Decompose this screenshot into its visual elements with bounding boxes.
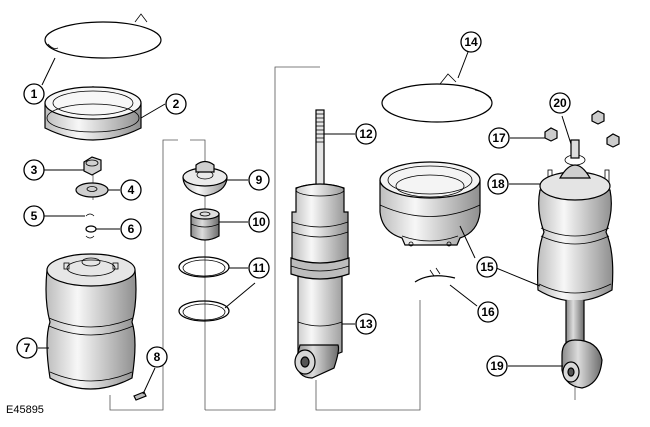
callout-16: 16: [477, 301, 499, 323]
callout-14: 14: [460, 31, 482, 53]
callout-3: 3: [23, 159, 45, 181]
callout-7-label: 7: [24, 341, 31, 355]
part-seal-rings: [178, 256, 230, 322]
callout-9: 9: [248, 169, 270, 191]
part-air-spring-left: [45, 253, 137, 390]
callout-4: 4: [120, 179, 142, 201]
callout-7: 7: [16, 337, 38, 359]
callout-5: 5: [23, 205, 45, 227]
part-clip-ring-right: [381, 73, 493, 123]
part-small-screw: [133, 391, 147, 401]
part-clip-ring: [44, 13, 162, 59]
callout-4-label: 4: [128, 183, 135, 197]
part-nut-top: [83, 156, 102, 176]
callout-6: 6: [120, 218, 142, 240]
callout-1-label: 1: [31, 87, 38, 101]
callout-2-label: 2: [173, 97, 180, 111]
callout-17: 17: [488, 127, 510, 149]
figure-id: E45895: [6, 404, 44, 416]
part-damper: [290, 109, 350, 379]
callout-19: 19: [486, 355, 508, 377]
callout-1: 1: [23, 83, 45, 105]
callout-6-label: 6: [128, 222, 135, 236]
callout-9-label: 9: [256, 173, 263, 187]
callout-18: 18: [487, 173, 509, 195]
callout-18-label: 18: [491, 177, 505, 191]
callout-5-label: 5: [31, 209, 38, 223]
callout-16-label: 16: [481, 305, 495, 319]
callout-14-label: 14: [464, 35, 478, 49]
part-air-spring-cap: [44, 86, 142, 141]
callout-10-label: 10: [252, 215, 266, 229]
part-small-clips: [85, 213, 97, 239]
callout-15: 15: [476, 256, 498, 278]
part-strut-assembly-right: [537, 110, 620, 389]
part-washer-plate: [75, 182, 109, 198]
callout-12-label: 12: [359, 127, 373, 141]
part-bump-stop: [190, 208, 220, 241]
callout-10: 10: [248, 211, 270, 233]
callout-3-label: 3: [31, 163, 38, 177]
part-top-mount: [182, 160, 228, 197]
callout-15-label: 15: [480, 260, 494, 274]
callout-11-label: 11: [253, 261, 266, 275]
callout-13: 13: [355, 313, 377, 335]
callout-8: 8: [146, 346, 168, 368]
callout-11: 11: [248, 257, 270, 279]
callout-20: 20: [549, 92, 571, 114]
callout-17-label: 17: [492, 131, 506, 145]
callout-2: 2: [165, 93, 187, 115]
callout-19-label: 19: [490, 359, 504, 373]
part-air-spring-cap-right: [379, 161, 481, 247]
callout-20-label: 20: [553, 96, 567, 110]
callout-8-label: 8: [154, 350, 161, 364]
callout-12: 12: [355, 123, 377, 145]
callout-13-label: 13: [359, 317, 373, 331]
part-small-clip: [414, 267, 456, 283]
